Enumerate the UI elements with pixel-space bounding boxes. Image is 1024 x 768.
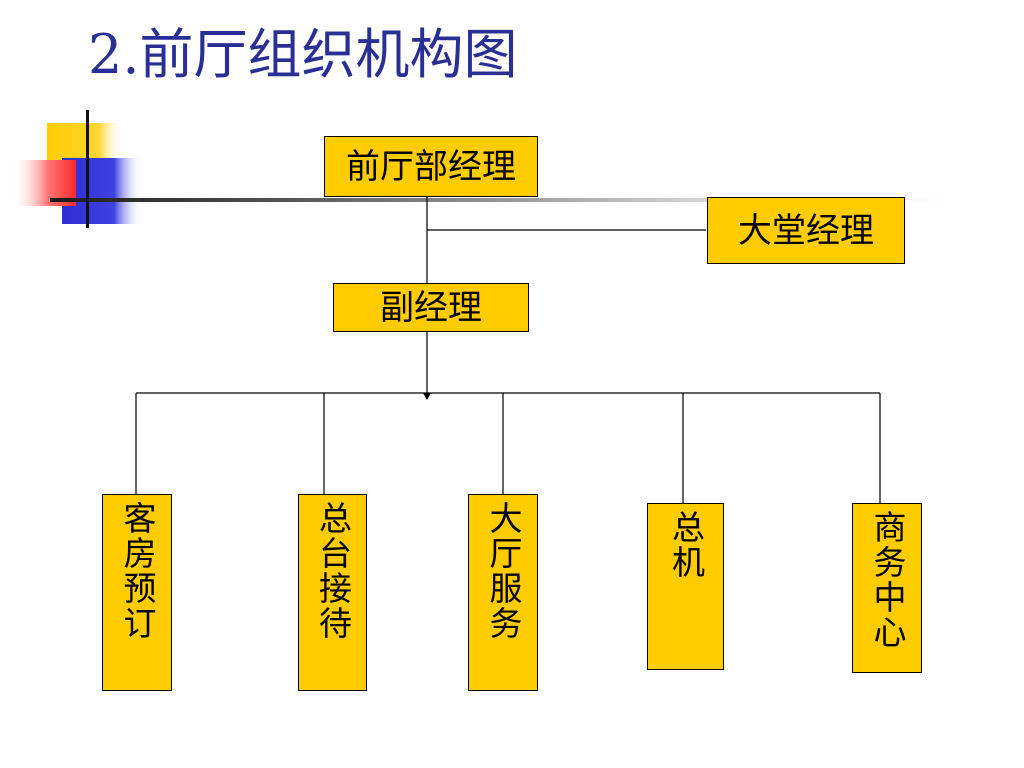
corner-decoration-graphic	[12, 110, 1000, 228]
node-label: 总机	[666, 510, 706, 580]
node-label: 大厅服务	[484, 501, 523, 641]
node-label: 前厅部经理	[346, 146, 516, 187]
arrow-head-icon	[423, 393, 431, 400]
node-lobby-manager: 大堂经理	[707, 197, 905, 264]
node-label: 大堂经理	[738, 210, 874, 251]
node-front-office-manager: 前厅部经理	[324, 136, 538, 197]
node-label: 总台接待	[313, 501, 353, 641]
node-department-reservations: 客房预订	[102, 494, 172, 691]
node-department-front-desk: 总台接待	[298, 494, 367, 691]
node-department-business-center: 商务中心	[852, 503, 922, 673]
node-department-switchboard: 总机	[647, 503, 724, 670]
corner-decoration	[0, 110, 1000, 240]
node-label: 副经理	[380, 287, 482, 328]
page-title: 2.前厅组织机构图	[88, 23, 518, 86]
node-label: 商务中心	[868, 510, 907, 650]
node-deputy-manager: 副经理	[333, 283, 529, 332]
node-label: 客房预订	[118, 501, 157, 641]
node-department-lobby-service: 大厅服务	[468, 494, 538, 691]
